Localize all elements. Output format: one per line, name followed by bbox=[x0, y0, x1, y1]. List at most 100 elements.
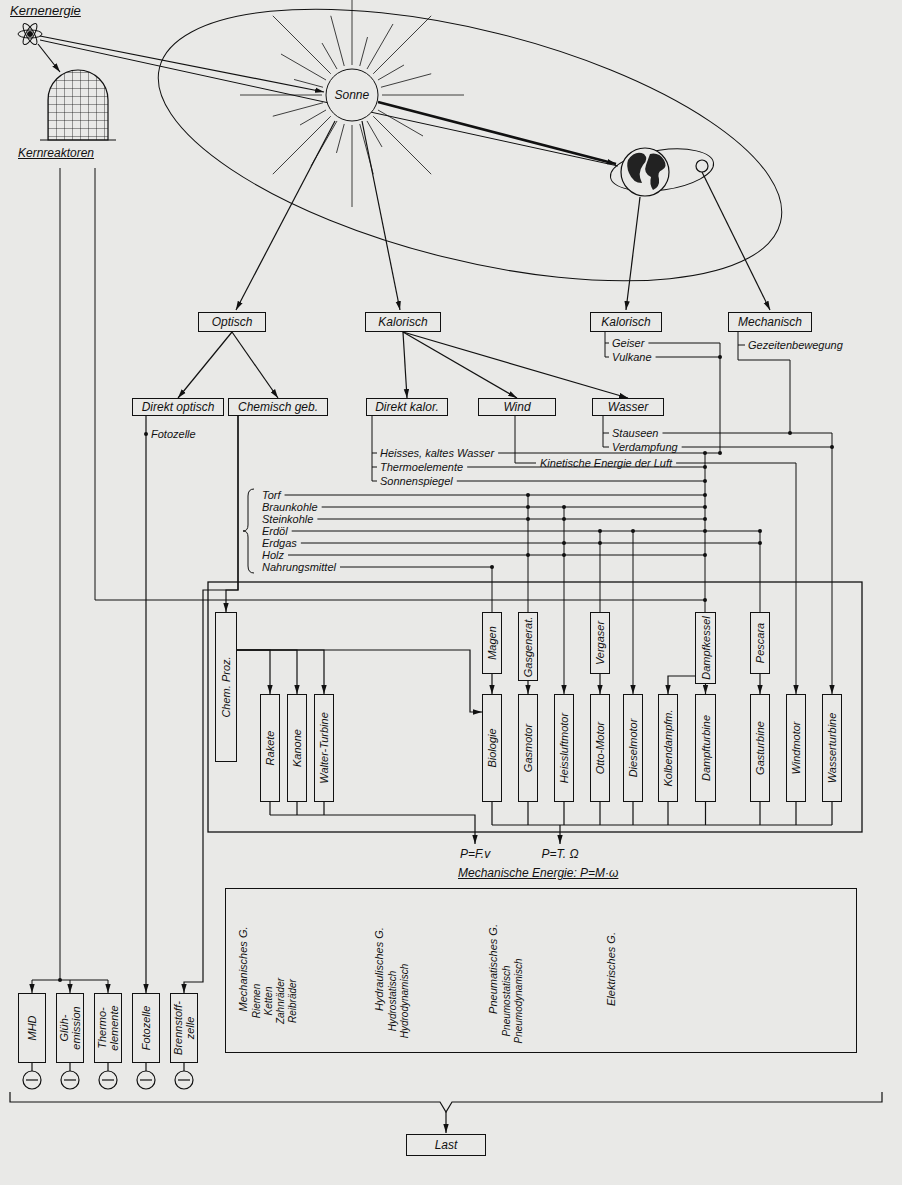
converter-frame bbox=[208, 582, 862, 832]
generator-symbol bbox=[23, 1063, 193, 1089]
feed-line bbox=[457, 481, 705, 482]
node-label: Kolbendampfm. bbox=[662, 709, 674, 786]
feed-line bbox=[648, 343, 720, 344]
node-label: Magen bbox=[486, 626, 498, 660]
feed-line bbox=[598, 529, 602, 533]
sun-earth-rays bbox=[626, 197, 640, 310]
sun-rays bbox=[281, 54, 326, 80]
sun-rays bbox=[336, 124, 344, 153]
node-label: Rakete bbox=[264, 731, 276, 766]
generator-symbol bbox=[137, 1071, 155, 1089]
source-brackets bbox=[372, 332, 790, 481]
sun-rays bbox=[331, 16, 344, 66]
reactor-dome bbox=[40, 70, 116, 140]
formula-label: Mechanische Energie: P=M·ω bbox=[458, 866, 618, 880]
feed-line bbox=[703, 479, 707, 483]
source-brackets bbox=[515, 416, 536, 463]
sun-rays bbox=[322, 43, 337, 69]
machine-box: Heissluftmotor bbox=[554, 694, 574, 802]
flow-arrow bbox=[527, 681, 528, 694]
feed-line bbox=[703, 517, 707, 521]
node-label: Kalorisch bbox=[601, 315, 650, 329]
sun-rays bbox=[273, 16, 331, 74]
feed-line bbox=[598, 541, 602, 545]
feed-line bbox=[526, 505, 530, 509]
force-bus bbox=[270, 802, 475, 844]
flow-arrow bbox=[237, 650, 270, 694]
feed-line bbox=[703, 493, 707, 497]
sun-rays bbox=[240, 95, 322, 96]
machine-box: Dieselmotor bbox=[623, 694, 643, 802]
machine-box: Kolbendampfm. bbox=[658, 694, 678, 802]
transmission-label: Riemen bbox=[251, 984, 263, 1018]
machine-box: Biologie bbox=[482, 694, 502, 802]
feed-line bbox=[562, 541, 566, 545]
node-label: Brennstoff- zelle bbox=[172, 996, 196, 1060]
source-label: Thermoelemente bbox=[380, 460, 463, 474]
node-label: Pescara bbox=[754, 623, 766, 663]
feed-line bbox=[317, 519, 705, 520]
flow-arrow bbox=[226, 416, 238, 612]
machine-box: Gasmotor bbox=[518, 694, 538, 802]
fuel-label: Torf bbox=[262, 488, 281, 502]
flow-arrow bbox=[145, 416, 146, 993]
machine-box: Walter-Turbine bbox=[314, 694, 334, 802]
source-type-box: Direkt kalor. bbox=[366, 398, 448, 416]
process-box: Gasgenerat. bbox=[518, 612, 538, 681]
node-label: Wind bbox=[503, 400, 530, 414]
feed-line bbox=[703, 465, 707, 469]
transmission-label: Ketten bbox=[263, 987, 275, 1016]
node-label: Dampfkessel bbox=[700, 616, 712, 680]
earth-globe bbox=[621, 148, 708, 196]
transmission-panel: Mechanisches G.RiemenKettenZahnräderReib… bbox=[225, 888, 857, 1053]
load-box: Last bbox=[406, 1134, 486, 1156]
feed-line bbox=[562, 505, 566, 509]
node-label: Mechanisch bbox=[738, 315, 802, 329]
node-label: Glüh- emission bbox=[58, 996, 82, 1060]
machine-box: Wasserturbine bbox=[822, 694, 842, 802]
sun-rays bbox=[352, 125, 353, 207]
feed-line bbox=[562, 553, 566, 557]
generator-symbol bbox=[23, 1071, 41, 1089]
source-label: Gezeitenbewegung bbox=[748, 338, 843, 352]
feed-line bbox=[498, 453, 720, 454]
atom-symbol bbox=[21, 22, 40, 47]
transmission-label: Pneumodynamisch bbox=[513, 958, 525, 1043]
sun-rays bbox=[300, 110, 326, 125]
reactor-dome bbox=[48, 70, 108, 140]
fuel-label: Steinkohle bbox=[262, 512, 313, 526]
feed-line bbox=[676, 463, 796, 464]
flow-arrow bbox=[668, 676, 695, 694]
feed-line bbox=[788, 431, 792, 435]
atom-symbol bbox=[21, 22, 40, 47]
node-label: Kanone bbox=[291, 729, 303, 767]
node-label: Biologie bbox=[486, 728, 498, 767]
source-label: Heisses, kaltes Wasser bbox=[380, 446, 494, 460]
source-label: Vulkane bbox=[612, 350, 652, 364]
nuclear-rays bbox=[40, 40, 618, 166]
nuclear-rays bbox=[38, 44, 60, 72]
feed-line bbox=[32, 980, 33, 993]
node-label: MHD bbox=[26, 996, 38, 1060]
node-label: Direkt kalor. bbox=[375, 400, 439, 414]
feed-line bbox=[662, 433, 832, 434]
feed-line bbox=[490, 565, 494, 569]
converter-box: Fotozelle bbox=[132, 993, 160, 1063]
moon-orbit bbox=[608, 143, 717, 197]
sun-rays bbox=[367, 24, 393, 69]
formula-label: P=T. Ω bbox=[542, 847, 579, 861]
generator-symbol bbox=[99, 1071, 117, 1089]
feed-line bbox=[492, 567, 493, 612]
sun-rays bbox=[373, 16, 431, 74]
generator-symbol bbox=[145, 1063, 146, 1071]
reactor-dome bbox=[40, 139, 116, 140]
sun-earth-rays bbox=[236, 121, 335, 310]
source-label: Fotozelle bbox=[151, 427, 196, 441]
node-label: Optisch bbox=[212, 315, 253, 329]
converter-box: MHD bbox=[18, 993, 46, 1063]
machine-box: Otto-Motor bbox=[590, 694, 610, 802]
source-type-box: Chemisch geb. bbox=[228, 398, 328, 416]
feed-line bbox=[830, 445, 834, 449]
source-brackets bbox=[605, 332, 609, 357]
